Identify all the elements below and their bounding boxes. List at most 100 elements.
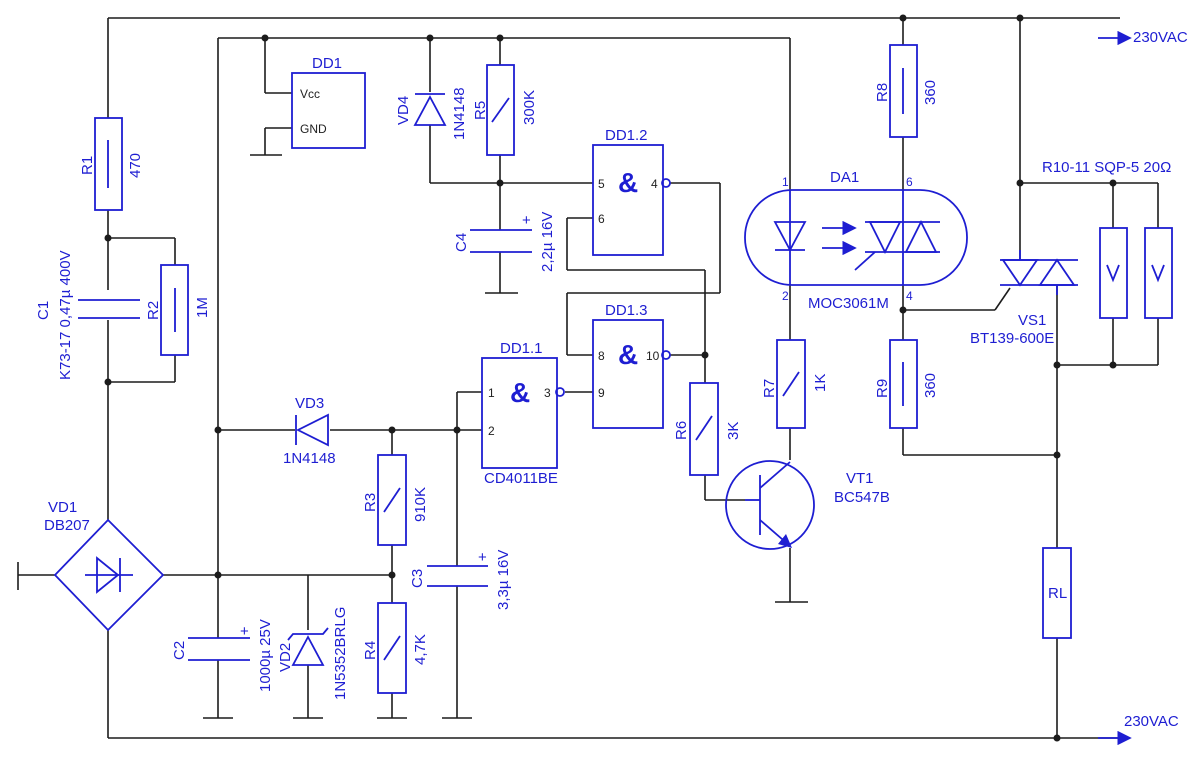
svg-text:1: 1	[488, 386, 495, 400]
load-rl: RL	[1042, 547, 1072, 639]
svg-text:1000µ 25V: 1000µ 25V	[257, 619, 274, 692]
svg-text:C3: C3	[409, 569, 426, 588]
svg-text:DD1.2: DD1.2	[605, 127, 648, 144]
svg-text:360: 360	[922, 80, 939, 105]
svg-text:VD4: VD4	[395, 96, 412, 125]
svg-text:3K: 3K	[725, 422, 742, 440]
svg-text:360: 360	[922, 373, 939, 398]
nand-gate-dd1-3: DD1.3 & 8 9 10	[592, 302, 671, 429]
svg-text:4,7K: 4,7K	[412, 634, 429, 665]
svg-text:2: 2	[782, 289, 789, 303]
svg-text:DA1: DA1	[830, 169, 859, 186]
svg-text:DD1: DD1	[312, 55, 342, 72]
svg-text:Vcc: Vcc	[300, 87, 320, 101]
junctions	[104, 14, 1117, 742]
svg-text:&: &	[510, 377, 530, 408]
svg-text:C1: C1	[35, 301, 52, 320]
chip-dd1-power: DD1 Vcc GND	[291, 55, 366, 149]
optocoupler-da1: DA1 MOC3061M 1 2 6 4	[744, 169, 968, 312]
triac-vs1: VS1 BT139-600E	[970, 250, 1078, 347]
svg-text:1M: 1M	[194, 297, 211, 318]
svg-text:10: 10	[646, 349, 660, 363]
svg-text:&: &	[618, 339, 638, 370]
svg-text:1: 1	[782, 175, 789, 189]
resistor-r2: R2 1M	[145, 264, 211, 356]
svg-text:+: +	[478, 549, 487, 566]
svg-text:6: 6	[906, 175, 913, 189]
svg-text:MOC3061M: MOC3061M	[808, 295, 889, 312]
svg-text:3: 3	[544, 386, 551, 400]
svg-text:VD3: VD3	[295, 395, 324, 412]
svg-text:&: &	[618, 167, 638, 198]
svg-text:R6: R6	[673, 421, 690, 440]
ac-top-label: 230VAC	[1133, 29, 1188, 46]
svg-text:VD1: VD1	[48, 499, 77, 516]
capacitor-c2: + C2 1000µ 25V	[171, 619, 274, 692]
svg-text:910K: 910K	[412, 487, 429, 522]
svg-text:R4: R4	[362, 641, 379, 660]
svg-text:R5: R5	[472, 101, 489, 120]
resistor-r7: R7 1K	[761, 339, 829, 429]
svg-text:RL: RL	[1048, 585, 1067, 602]
svg-text:8: 8	[598, 349, 605, 363]
resistor-r6: R6 3K	[673, 382, 742, 476]
svg-text:R3: R3	[362, 493, 379, 512]
svg-text:K73-17 0,47µ 400V: K73-17 0,47µ 400V	[57, 250, 74, 380]
svg-text:BC547B: BC547B	[834, 489, 890, 506]
svg-text:BT139-600E: BT139-600E	[970, 330, 1054, 347]
svg-text:R9: R9	[874, 379, 891, 398]
svg-text:R7: R7	[761, 379, 778, 398]
svg-text:+: +	[522, 212, 531, 229]
svg-text:C2: C2	[171, 641, 188, 660]
svg-text:R8: R8	[874, 83, 891, 102]
transistor-vt1: VT1 BC547B	[725, 460, 890, 550]
svg-text:VS1: VS1	[1018, 312, 1046, 329]
diode-vd3: VD3 1N4148	[283, 395, 336, 467]
svg-text:R10-11 SQP-5 20Ω: R10-11 SQP-5 20Ω	[1042, 159, 1171, 176]
wires	[17, 17, 1159, 739]
svg-text:GND: GND	[300, 122, 327, 136]
svg-text:R1: R1	[79, 156, 96, 175]
resistor-r9: R9 360	[874, 339, 939, 429]
svg-text:DD1.3: DD1.3	[605, 302, 648, 319]
bridge-rectifier-vd1: VD1 DB207	[44, 499, 165, 632]
ac-bottom-label: 230VAC	[1124, 713, 1179, 730]
nand-gate-dd1-1: DD1.1 & 1 2 3 CD4011BE	[481, 340, 565, 487]
svg-text:VD2: VD2	[277, 643, 294, 672]
svg-text:DB207: DB207	[44, 517, 90, 534]
svg-text:4: 4	[651, 177, 658, 191]
svg-text:VT1: VT1	[846, 470, 874, 487]
resistor-r5: R5 300K	[472, 64, 538, 156]
svg-text:DD1.1: DD1.1	[500, 340, 543, 357]
svg-text:2: 2	[488, 424, 495, 438]
svg-text:1N5352BRLG: 1N5352BRLG	[332, 607, 349, 700]
zener-diode-vd2: VD2 1N5352BRLG	[277, 607, 349, 700]
diode-vd4: VD4 1N4148	[395, 87, 468, 140]
nand-gate-dd1-2: DD1.2 & 5 6 4	[592, 127, 671, 256]
capacitor-c1: C1 K73-17 0,47µ 400V	[35, 250, 140, 380]
svg-text:4: 4	[906, 289, 913, 303]
resistors-r10-r11: R10-11 SQP-5 20Ω	[1042, 159, 1173, 319]
svg-text:300K: 300K	[521, 90, 538, 125]
resistor-r3: R3 910K	[362, 454, 429, 546]
svg-text:5: 5	[598, 177, 605, 191]
resistor-r4: R4 4,7K	[362, 602, 429, 694]
svg-text:3,3µ 16V: 3,3µ 16V	[495, 550, 512, 610]
svg-text:+: +	[240, 623, 249, 640]
svg-text:1N4148: 1N4148	[283, 450, 336, 467]
capacitor-c4: + C4 2,2µ 16V	[453, 212, 556, 272]
svg-text:C4: C4	[453, 233, 470, 252]
resistor-r1: R1 470	[79, 117, 144, 211]
resistor-r8: R8 360	[874, 44, 939, 138]
svg-text:6: 6	[598, 212, 605, 226]
svg-text:9: 9	[598, 386, 605, 400]
svg-text:R2: R2	[145, 301, 162, 320]
svg-text:CD4011BE: CD4011BE	[484, 470, 558, 487]
svg-text:1N4148: 1N4148	[451, 87, 468, 140]
svg-text:2,2µ 16V: 2,2µ 16V	[539, 212, 556, 272]
svg-text:470: 470	[127, 153, 144, 178]
capacitor-c3: + C3 3,3µ 16V	[409, 549, 512, 610]
svg-text:1K: 1K	[812, 374, 829, 392]
